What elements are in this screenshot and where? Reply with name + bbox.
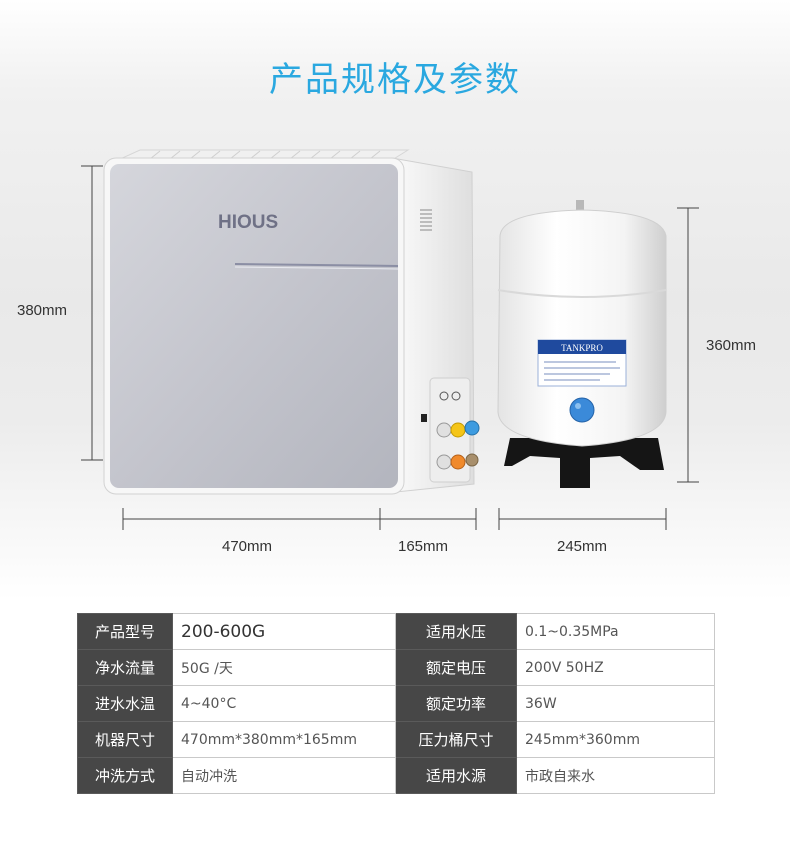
tank-height-label: 360mm	[706, 337, 757, 354]
table-row: 进水水温 4~40°C 额定功率 36W	[77, 685, 715, 722]
pressure-tank: TANKPRO	[497, 200, 667, 488]
product-illustration: HIOUS TANKPRO	[81, 149, 699, 530]
tank-width-label: 245mm	[557, 538, 608, 555]
spec-label: 机器尺寸	[77, 721, 173, 758]
spec-table: 产品型号 200-600G 适用水压 0.1~0.35MPa 净水流量 50G …	[77, 613, 715, 794]
purifier-width-label: 470mm	[222, 538, 273, 555]
spec-value: 470mm*380mm*165mm	[172, 721, 396, 758]
purifier-depth-label: 165mm	[398, 538, 449, 555]
page-title: 产品规格及参数	[269, 60, 521, 100]
spec-label: 压力桶尺寸	[395, 721, 517, 758]
dimension-lines	[81, 165, 699, 530]
spec-value: 50G /天	[172, 649, 396, 686]
spec-label: 净水流量	[77, 649, 173, 686]
spec-label: 冲洗方式	[77, 757, 173, 794]
spec-label: 进水水温	[77, 685, 173, 722]
glass-front-panel	[110, 164, 398, 488]
spec-value: 市政自来水	[516, 757, 715, 794]
spec-label: 适用水源	[395, 757, 517, 794]
table-row: 产品型号 200-600G 适用水压 0.1~0.35MPa	[77, 613, 715, 650]
spec-label: 额定功率	[395, 685, 517, 722]
spec-label: 产品型号	[77, 613, 173, 650]
table-row: 机器尺寸 470mm*380mm*165mm 压力桶尺寸 245mm*360mm	[77, 721, 715, 758]
table-row: 冲洗方式 自动冲洗 适用水源 市政自来水	[77, 757, 715, 794]
spec-value: 245mm*360mm	[516, 721, 715, 758]
spec-value: 200V 50HZ	[516, 649, 715, 686]
tank-brand-label: TANKPRO	[561, 343, 603, 353]
spec-value: 200-600G	[172, 613, 396, 650]
spec-value: 自动冲洗	[172, 757, 396, 794]
orange-fitting-icon	[450, 454, 466, 470]
indicator-light	[421, 414, 427, 422]
purifier-height-label: 380mm	[17, 302, 68, 319]
table-row: 净水流量 50G /天 额定电压 200V 50HZ	[77, 649, 715, 686]
dial-icon	[439, 391, 449, 401]
spec-value: 0.1~0.35MPa	[516, 613, 715, 650]
tank-valve-icon	[569, 397, 595, 423]
spec-value: 4~40°C	[172, 685, 396, 722]
brand-logo: HIOUS	[218, 212, 278, 233]
spec-label: 适用水压	[395, 613, 517, 650]
spec-label: 额定电压	[395, 649, 517, 686]
spec-value: 36W	[516, 685, 715, 722]
yellow-fitting-icon	[450, 422, 466, 438]
purifier-unit: HIOUS	[103, 149, 480, 495]
blue-fitting-icon	[464, 420, 480, 436]
